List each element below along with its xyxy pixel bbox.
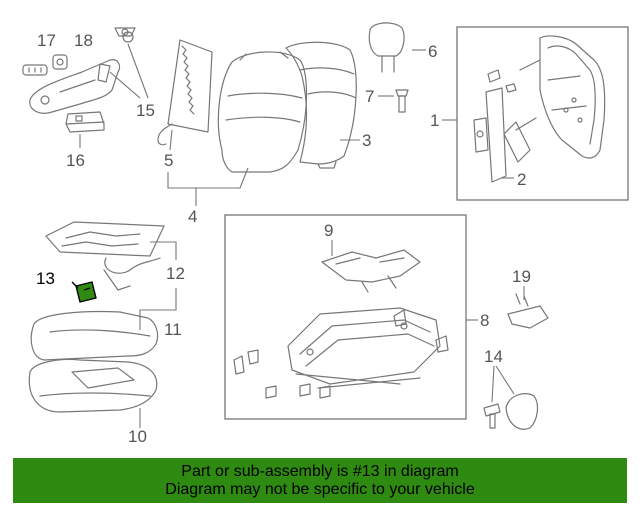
callout-5: 5 [164,151,173,170]
part-2-recliner[interactable] [473,69,517,183]
side-cover[interactable] [29,59,121,114]
callout-8: 8 [480,311,489,330]
part-16-switch[interactable] [65,111,105,133]
headrest-guide[interactable] [395,89,409,113]
seat-adjuster-box [224,214,467,420]
callout-6: 6 [428,42,437,61]
callout-18: 18 [74,31,93,50]
callout-16: 16 [66,151,85,170]
callout-10: 10 [128,427,147,446]
seatback-frame-box [456,26,629,201]
callout-4-bracket [167,167,249,206]
adjuster-clips[interactable] [233,335,449,399]
info-banner: Part or sub-assembly is #13 in diagram D… [13,458,627,503]
callout-12-bracket [139,241,177,330]
part-17-clip[interactable] [22,64,48,76]
callout-14: 14 [484,347,503,366]
callout-13-highlighted: 13 [36,269,55,288]
seat-adjuster[interactable] [287,307,441,389]
callout-1: 1 [430,111,439,130]
banner-line-2: Diagram may not be specific to your vehi… [165,480,475,498]
callout-15: 15 [136,101,155,120]
callout-4: 4 [188,207,197,226]
seatback-frame[interactable] [503,35,606,163]
part-15-screw[interactable] [114,27,136,43]
seat-pan[interactable] [321,249,421,293]
part-13-highlighted[interactable] [71,281,97,303]
headrest[interactable] [368,22,405,73]
callout-11: 11 [164,320,182,339]
part-18-knob[interactable] [52,54,68,70]
banner-line-1: Part or sub-assembly is #13 in diagram [181,462,459,480]
callout-9: 9 [324,221,333,240]
seatback-cover[interactable] [285,41,357,169]
seat-cushion-pad[interactable] [30,310,159,361]
callout-17: 17 [37,31,56,50]
callout-7: 7 [365,87,374,106]
part-19-cover[interactable] [507,293,549,329]
callout-12: 12 [166,264,185,283]
callout-19: 19 [512,267,531,286]
callout-3: 3 [362,131,371,150]
callout-2: 2 [517,170,526,189]
parts-diagram: 17 18 15 16 5 4 3 6 7 1 2 9 8 12 13 11 1… [22,22,629,446]
part-14-bolt-cap[interactable] [483,393,539,430]
seatback-heater-sheet[interactable] [157,39,213,146]
seat-heater-sheet[interactable] [45,221,165,291]
seatback-cushion[interactable] [217,51,308,173]
seat-cushion-cover[interactable] [28,358,158,413]
